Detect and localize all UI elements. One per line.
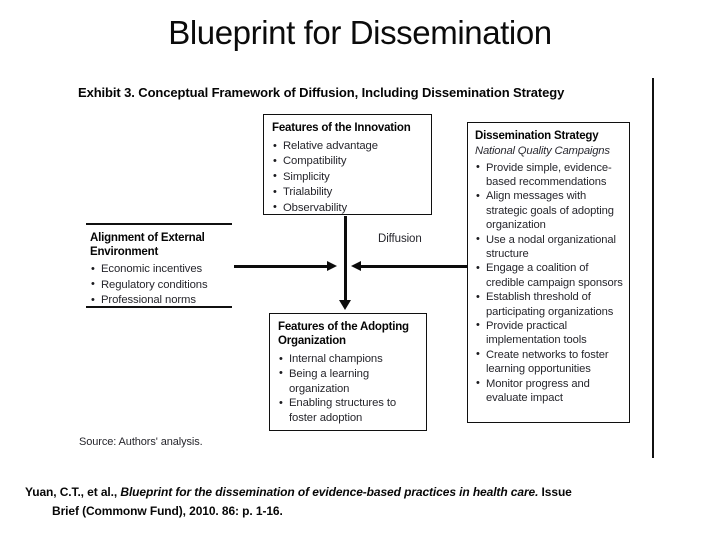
page-title: Blueprint for Dissemination <box>168 14 552 51</box>
exhibit-right-border <box>652 78 654 458</box>
citation-line1-tail: Issue <box>538 485 572 499</box>
list-item: Compatibility <box>272 154 425 170</box>
list-item: Professional norms <box>90 293 230 309</box>
adopting-box-title-line1: Features of the Adopting <box>278 321 409 333</box>
innovation-box-title: Features of the Innovation <box>272 122 411 134</box>
citation-journal: Brief (Commonw Fund), 2010. <box>52 504 222 518</box>
strategy-box-title: Dissemination Strategy <box>475 130 599 142</box>
arrow-external-to-diffusion <box>234 265 327 268</box>
list-item: Provide practical implementation tools <box>475 318 625 348</box>
citation-work-title: Blueprint for the dissemination of evide… <box>120 485 539 499</box>
adopting-box-title-line2: Organization <box>278 335 346 347</box>
box-external-environment: Alignment of External Environment Econom… <box>86 223 232 308</box>
list-item: Being a learning organization <box>278 366 422 397</box>
strategy-box-subtitle: National Quality Campaigns <box>475 145 610 157</box>
citation-line1: Yuan, C.T., et al., Blueprint for the di… <box>25 485 572 499</box>
arrowhead-down-icon <box>339 300 351 310</box>
list-item: Regulatory conditions <box>90 277 230 294</box>
external-box-title-line1: Alignment of External <box>90 232 205 244</box>
external-box-title-line2: Environment <box>90 246 159 258</box>
list-item: Observability <box>272 200 425 216</box>
list-item: Align messages with strategic goals of a… <box>475 189 625 232</box>
citation: Yuan, C.T., et al., Blueprint for the di… <box>25 483 705 521</box>
citation-pages: : p. 1-16. <box>235 504 283 518</box>
list-item: Create networks to foster learning oppor… <box>475 347 625 377</box>
citation-authors: Yuan, C.T., et al., <box>25 485 121 499</box>
citation-volume: 86 <box>221 504 236 518</box>
box-features-of-innovation: Features of the Innovation Relative adva… <box>263 114 432 216</box>
diffusion-label: Diffusion <box>378 233 422 245</box>
strategy-list: Provide simple, evidence-based recommend… <box>475 160 625 406</box>
list-item: Relative advantage <box>272 138 425 154</box>
citation-line2: Brief (Commonw Fund), 2010. 86: p. 1-16. <box>25 502 705 521</box>
arrow-innovation-to-adopting <box>344 216 347 300</box>
list-item: Enabling structures to foster adoption <box>278 396 422 426</box>
list-item: Establish threshold of participating org… <box>475 290 625 319</box>
external-list: Economic incentives Regulatory condition… <box>90 262 230 309</box>
box-dissemination-strategy: Dissemination Strategy National Quality … <box>467 122 630 423</box>
source-note: Source: Authors' analysis. <box>79 436 203 448</box>
arrow-strategy-to-diffusion <box>361 265 467 268</box>
list-item: Engage a coalition of credible campaign … <box>475 261 625 290</box>
box-adopting-organization: Features of the Adopting Organization In… <box>269 313 427 431</box>
list-item: Use a nodal organizational structure <box>475 232 625 262</box>
arrowhead-right-icon <box>327 260 337 271</box>
list-item: Provide simple, evidence-based recommend… <box>475 160 625 190</box>
exhibit-heading: Exhibit 3. Conceptual Framework of Diffu… <box>78 85 565 100</box>
list-item: Trialability <box>272 185 425 201</box>
list-item: Economic incentives <box>90 262 230 278</box>
innovation-list: Relative advantage Compatibility Simplic… <box>272 138 425 216</box>
list-item: Simplicity <box>272 169 425 185</box>
arrowhead-left-icon <box>351 260 361 271</box>
list-item: Monitor progress and evaluate impact <box>475 376 625 406</box>
list-item: Internal champions <box>278 352 422 367</box>
adopting-list: Internal champions Being a learning orga… <box>278 352 422 426</box>
